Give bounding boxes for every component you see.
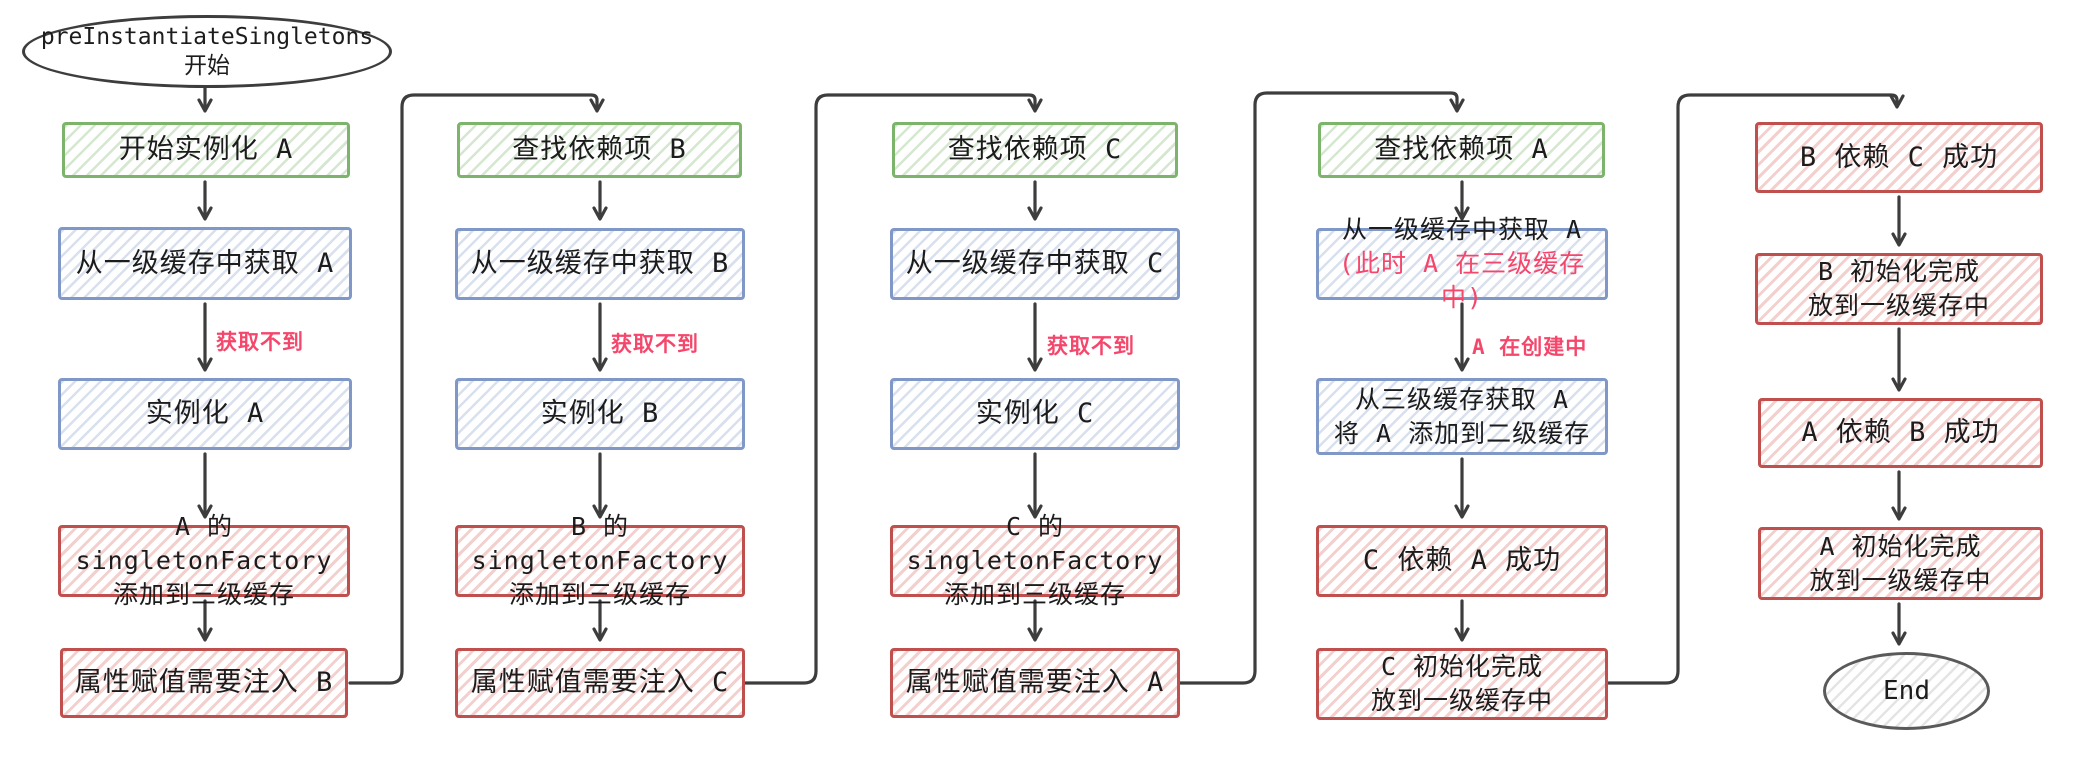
- node-label: 实例化 B: [540, 398, 660, 429]
- node-label: 属性赋值需要注入 B: [74, 667, 334, 698]
- node-label: 开始实例化 A: [118, 134, 294, 165]
- edge-label-not-found-3: 获取不到: [1047, 334, 1135, 358]
- node-label-line1: A 的 singletonFactory: [75, 512, 333, 575]
- node-label: 实例化 C: [975, 398, 1095, 429]
- node-label-line2: 添加到三级缓存: [112, 580, 295, 609]
- node-label: A 依赖 B 成功: [1801, 417, 2000, 448]
- node-label-line1: A 初始化完成: [1819, 531, 1982, 561]
- node-label-line1: B 的 singletonFactory: [471, 512, 729, 575]
- node-label-line1: 从一级缓存中获取 A: [1341, 215, 1583, 244]
- node-begin-instantiate-a: 开始实例化 A: [62, 122, 350, 178]
- node-label: 查找依赖项 C: [947, 134, 1123, 165]
- edge-label-not-found-1: 获取不到: [216, 330, 304, 354]
- node-b-singletonfactory-to-l3: B 的 singletonFactory 添加到三级缓存: [455, 512, 745, 609]
- node-label: 属性赋值需要注入 A: [905, 667, 1165, 698]
- start-terminator: preInstantiateSingletons 开始: [22, 15, 392, 88]
- node-label: B 依赖 C 成功: [1799, 141, 1999, 173]
- node-a-needs-inject-b: 属性赋值需要注入 B: [60, 648, 348, 718]
- node-c-needs-inject-a: 属性赋值需要注入 A: [890, 648, 1180, 718]
- edge-label-a-in-creation: A 在创建中: [1472, 335, 1588, 359]
- node-a-init-done-to-l1: A 初始化完成 放到一级缓存中: [1758, 527, 2043, 600]
- node-label-line1: B 初始化完成: [1817, 257, 1981, 286]
- node-label-line2: 放到一级缓存中: [1809, 565, 1992, 595]
- node-label: C 依赖 A 成功: [1362, 545, 1562, 576]
- node-label-line2: 放到一级缓存中: [1807, 291, 1990, 320]
- node-c-init-done-to-l1: C 初始化完成 放到一级缓存中: [1316, 648, 1608, 720]
- node-label: 查找依赖项 B: [512, 134, 687, 165]
- node-get-a-from-l3-move-to-l2: 从三级缓存获取 A 将 A 添加到二级缓存: [1316, 378, 1608, 455]
- node-label: 从一级缓存中获取 B: [470, 248, 730, 279]
- node-b-init-done-to-l1: B 初始化完成 放到一级缓存中: [1755, 253, 2043, 325]
- node-label: 从一级缓存中获取 A: [75, 247, 335, 279]
- node-instantiate-b: 实例化 B: [455, 378, 745, 450]
- node-label: 从一级缓存中获取 C: [905, 248, 1165, 279]
- start-line2: 开始: [184, 52, 230, 79]
- node-label-line2: 放到一级缓存中: [1370, 686, 1553, 715]
- node-get-a-from-l1-cache: 从一级缓存中获取 A: [58, 227, 352, 300]
- node-find-dependency-c: 查找依赖项 C: [892, 122, 1178, 178]
- end-label: End: [1883, 676, 1930, 706]
- node-label-line2-note: (此时 A 在三级缓存中): [1338, 249, 1586, 312]
- node-b-depends-c-success: B 依赖 C 成功: [1755, 122, 2043, 193]
- node-find-dependency-a: 查找依赖项 A: [1318, 122, 1605, 178]
- start-line1: preInstantiateSingletons: [40, 23, 374, 50]
- node-label-line2: 将 A 添加到二级缓存: [1333, 418, 1591, 448]
- node-a-singletonfactory-to-l3: A 的 singletonFactory 添加到三级缓存: [58, 512, 350, 609]
- node-a-depends-b-success: A 依赖 B 成功: [1758, 398, 2043, 468]
- node-label-line2: 添加到三级缓存: [943, 580, 1126, 609]
- node-b-needs-inject-c: 属性赋值需要注入 C: [455, 648, 745, 718]
- node-label: 查找依赖项 A: [1374, 134, 1549, 165]
- node-label-line1: C 初始化完成: [1380, 652, 1544, 681]
- edge-label-not-found-2: 获取不到: [611, 332, 699, 356]
- node-label: 属性赋值需要注入 C: [470, 667, 730, 698]
- node-label-line1: 从三级缓存获取 A: [1354, 384, 1570, 414]
- node-label-line1: C 的 singletonFactory: [906, 512, 1164, 575]
- end-terminator: End: [1823, 652, 1990, 730]
- node-instantiate-c: 实例化 C: [890, 378, 1180, 450]
- node-label-line2: 添加到三级缓存: [508, 580, 691, 609]
- node-c-singletonfactory-to-l3: C 的 singletonFactory 添加到三级缓存: [890, 512, 1180, 609]
- node-get-a-from-l1-cache-again: 从一级缓存中获取 A (此时 A 在三级缓存中): [1316, 215, 1608, 312]
- node-get-c-from-l1-cache: 从一级缓存中获取 C: [890, 228, 1180, 300]
- node-c-depends-a-success: C 依赖 A 成功: [1316, 525, 1608, 597]
- node-find-dependency-b: 查找依赖项 B: [457, 122, 742, 178]
- node-instantiate-a: 实例化 A: [58, 378, 352, 450]
- node-get-b-from-l1-cache: 从一级缓存中获取 B: [455, 228, 745, 300]
- node-label: 实例化 A: [145, 398, 265, 429]
